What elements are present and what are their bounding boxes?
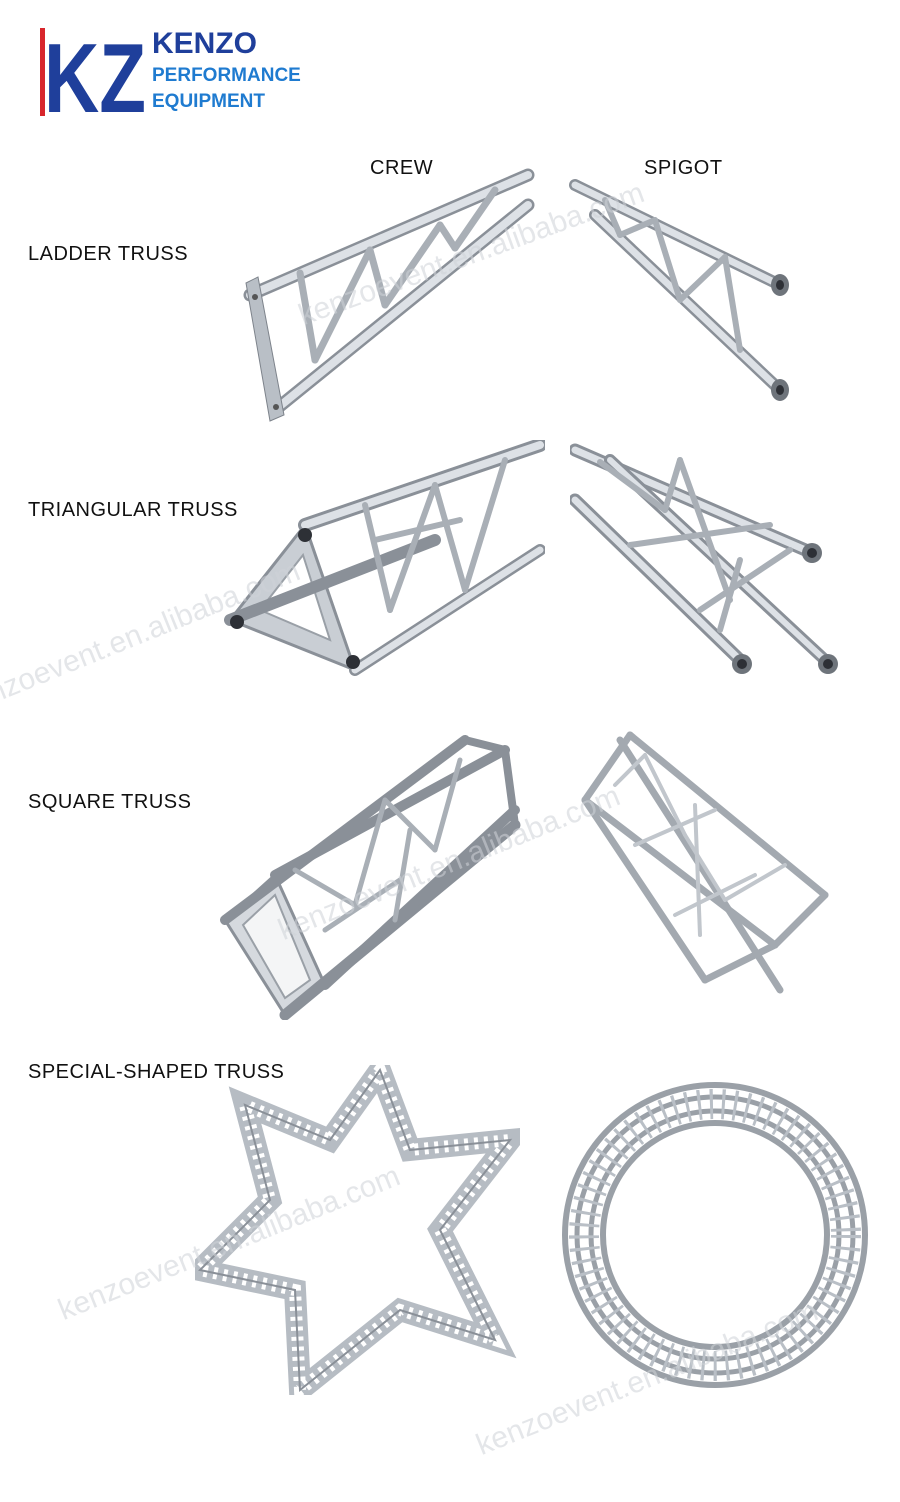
logo-brand-name: KENZO — [152, 27, 257, 60]
triangular-truss-spigot-image — [570, 440, 850, 690]
logo-mark-text: KZ — [44, 28, 146, 118]
circle-truss-image — [548, 1068, 883, 1403]
row-label-special: SPECIAL-SHAPED TRUSS — [28, 1061, 285, 1083]
column-heading-crew: CREW — [370, 157, 434, 179]
ladder-truss-crew-image — [240, 165, 540, 425]
ladder-truss-spigot-image — [565, 175, 805, 415]
row-label-triangular: TRIANGULAR TRUSS — [28, 499, 238, 521]
brand-logo: KZ KENZO PERFORMANCE EQUIPMENT — [38, 27, 301, 120]
row-label-ladder: LADDER TRUSS — [28, 243, 189, 265]
square-truss-spigot-image — [575, 725, 840, 1005]
row-label-square: SQUARE TRUSS — [28, 791, 192, 813]
star-truss-image — [195, 1065, 520, 1395]
column-heading-spigot: SPIGOT — [644, 157, 723, 179]
square-truss-crew-image — [215, 730, 525, 1020]
kz-logo-mark: KZ — [40, 28, 146, 118]
logo-tagline-1: PERFORMANCE — [152, 65, 301, 86]
logo-tagline-2: EQUIPMENT — [152, 91, 265, 112]
triangular-truss-crew-image — [215, 440, 545, 680]
